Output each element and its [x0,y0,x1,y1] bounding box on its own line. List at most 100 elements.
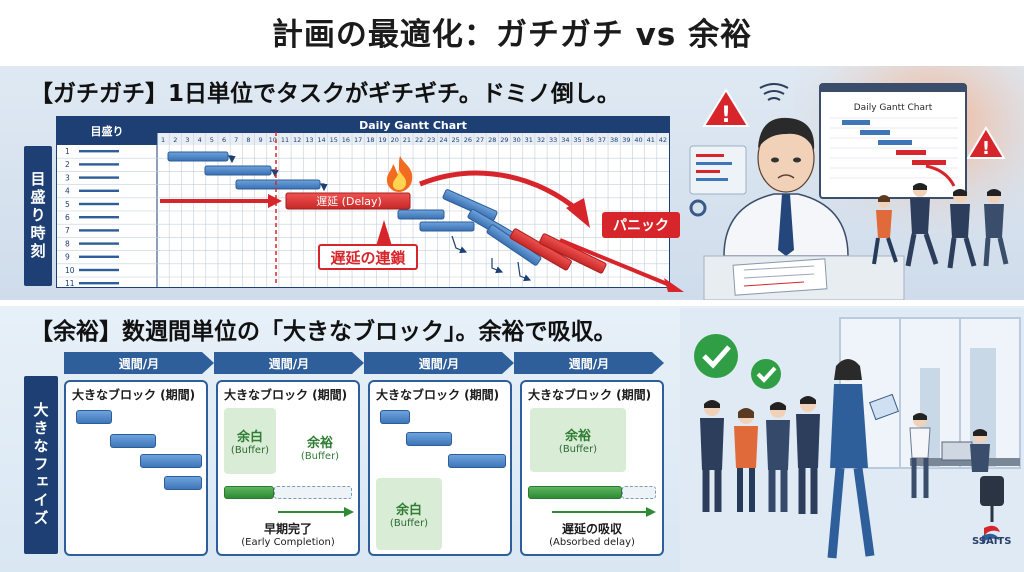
day-number: 36 [586,136,594,144]
row-placeholder-line [79,255,119,258]
svg-text:!: ! [721,103,731,128]
day-number: 9 [259,136,263,144]
office-chair [980,476,1004,522]
gantt-overlay [160,132,684,292]
gear-icon [689,199,707,217]
day-number: 20 [391,136,399,144]
gantt-scale-header: 目盛り [57,117,157,145]
row-number: 4 [65,187,70,196]
day-number: 14 [317,136,325,144]
buffer-label: 余裕 [564,429,591,444]
day-number: 17 [354,136,362,144]
flexible-plan-heading: 【余裕】数週間単位の「大きなブロック」。余裕で吸収。 [30,319,617,345]
day-number: 31 [525,136,533,144]
caption-title: 遅延の吸収 [561,522,622,536]
chain-callout-pointer [376,220,392,246]
row-number: 2 [65,160,70,169]
buffer-label: 余裕 [306,436,333,451]
day-number: 26 [464,136,472,144]
buffer-block: 余白 (Buffer) [376,478,442,550]
row-placeholder-line [79,282,119,285]
row-placeholder-line [79,229,119,232]
caption-subtitle: (Absorbed delay) [549,537,635,548]
delay-task-bar [285,192,411,210]
warning-icon: ! [702,88,750,128]
day-number: 4 [198,136,202,144]
panic-curve-arrowhead [566,198,590,228]
delayed-task-bar [528,486,622,499]
row-number: 3 [65,173,70,182]
row-placeholder-line [79,268,119,272]
dependency-arrow [517,261,532,282]
phase-block [110,434,156,448]
delay-chain-callout: 遅延の連鎖 [318,244,418,270]
phase-block [140,454,202,468]
day-number: 18 [366,136,374,144]
day-number: 8 [246,136,250,144]
row-placeholder-line [79,163,119,166]
week-block-4: 大きなブロック (期間) 余裕 (Buffer) 遅延の吸収 (Absorbed… [520,380,664,556]
gantt-chart-title: Daily Gantt Chart [157,117,669,133]
dependency-arrow [271,169,279,178]
dependency-arrow [491,258,504,274]
phase-block [76,410,112,424]
svg-text:!: ! [982,138,990,159]
absorbed-delay-caption: 遅延の吸収 (Absorbed delay) [522,520,662,548]
day-number: 24 [439,136,447,144]
laptop [941,441,973,461]
buffer-block: 余白 (Buffer) [224,408,276,474]
week-block-2: 大きなブロック (期間) 余白 (Buffer) 余裕 (Buffer) 早期完… [216,380,360,556]
day-number: 34 [561,136,569,144]
day-number: 3 [185,136,189,144]
warning-icon: ! [966,126,1006,159]
day-number: 22 [415,136,423,144]
ssaits-logo-icon [982,525,1000,544]
week-block-3: 大きなブロック (期間) 余白 (Buffer) [368,380,512,556]
day-number: 19 [378,136,386,144]
week-header-1: 週間/月 [64,352,214,374]
buffer-sublabel: (Buffer) [300,451,340,462]
buffer-block: 余裕 (Buffer) [530,408,626,472]
block-title: 大きなブロック (期間) [224,388,348,402]
phase-block [380,410,410,424]
task-bar [539,233,607,274]
day-number: 23 [427,136,435,144]
phase-block [406,432,452,446]
day-number: 37 [598,136,606,144]
dependency-arrow [451,235,468,254]
ssaits-logo-text: SSAITS [972,536,1012,547]
panicking-coworkers [872,183,1009,269]
task-bar [235,179,321,190]
rigid-plan-heading: 【ガチガチ】1日単位でタスクがギチギチ。ドミノ倒し。 [30,81,620,107]
delay-arrowhead [268,194,282,208]
check-icon [751,359,781,389]
report-card [689,145,747,195]
row-placeholder-line [79,150,119,153]
day-number: 41 [647,136,655,144]
week-block-1: 大きなブロック (期間) [64,380,208,556]
row-placeholder-line [79,216,119,219]
gantt-monitor: Daily Gantt Chart [819,83,967,199]
day-number: 27 [476,136,484,144]
day-number: 7 [234,136,238,144]
monitor-title: Daily Gantt Chart [854,103,933,113]
task-bar [442,189,498,221]
panic-callout: パニック [602,212,680,238]
day-number: 29 [500,136,508,144]
panic-curve-arrow [419,170,582,214]
phase-block [448,454,506,468]
row-number: 11 [65,279,75,287]
day-number: 39 [622,136,630,144]
buffer-sublabel: (Buffer) [230,445,270,456]
block-title: 大きなブロック (期間) [528,388,652,402]
day-number: 42 [659,136,667,144]
day-number: 30 [512,136,520,144]
day-number: 33 [549,136,557,144]
phase-block [164,476,202,490]
row-number: 9 [65,253,70,262]
row-number: 5 [65,200,70,209]
completed-task-bar [224,486,274,499]
row-number: 1 [65,147,70,156]
remaining-slack-bar [274,486,352,499]
delay-label: 遅延 (Delay) [316,195,382,208]
